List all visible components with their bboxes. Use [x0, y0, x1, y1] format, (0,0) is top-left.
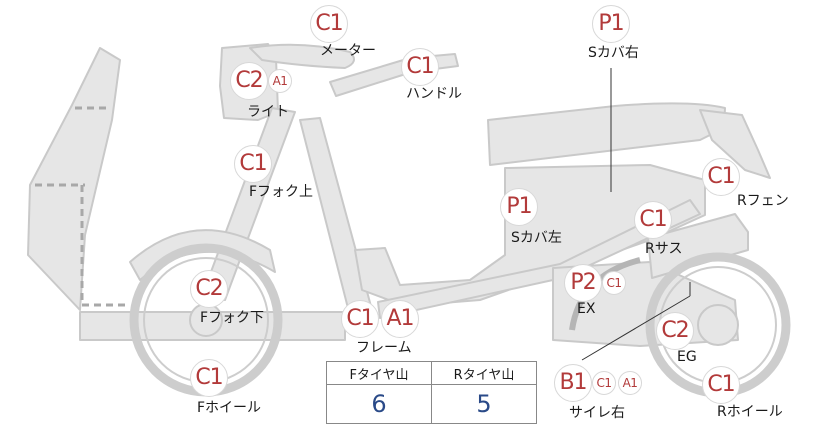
- tread-depth-table: Fタイヤ山 Rタイヤ山 6 5: [326, 361, 537, 424]
- rear-fender-label: Rフェン: [737, 193, 789, 209]
- leader-muffler-2: [581, 295, 691, 361]
- rear-wheel-badge-c1: C1: [702, 366, 740, 404]
- engine-badge-c2: C2: [656, 312, 694, 350]
- meter-label: メーター: [320, 43, 376, 59]
- exhaust-badge-c1: C1: [602, 271, 626, 295]
- frame-label: フレーム: [356, 340, 412, 356]
- frame-badge-c1: C1: [341, 300, 379, 338]
- light-badge-a1: A1: [268, 69, 292, 93]
- rear-fender-badge-c1: C1: [702, 158, 740, 196]
- side-cover-right-badge-p1: P1: [592, 5, 630, 43]
- rear-wheel-label: Rホイール: [717, 404, 783, 420]
- exhaust-badge-p2: P2: [564, 264, 602, 302]
- handle-badge-c1: C1: [401, 48, 439, 86]
- frame-rail: [377, 199, 701, 319]
- engine-label: EG: [677, 349, 697, 365]
- frame-badge-a1: A1: [381, 300, 419, 338]
- muffler-right-label: サイレ右: [569, 405, 625, 421]
- rear-tread-header: Rタイヤ山: [431, 361, 537, 385]
- rear-tread-value: 5: [431, 384, 537, 424]
- light-badge-c2: C2: [230, 62, 268, 100]
- side-cover-left-label: Sカバ左: [511, 230, 562, 246]
- front-tread-header: Fタイヤ山: [326, 361, 432, 385]
- fork-upper-badge-c1: C1: [234, 145, 272, 183]
- rear-suspension-label: Rサス: [645, 241, 683, 257]
- meter-badge-c1: C1: [310, 5, 348, 43]
- side-cover-right-label: Sカバ右: [588, 45, 639, 61]
- rear-shock: [647, 213, 749, 279]
- seat: [487, 102, 726, 166]
- muffler-right-badge-a1: A1: [618, 371, 642, 395]
- front-tread-value: 6: [326, 384, 432, 424]
- rear-hub: [697, 304, 739, 346]
- rear-cowl: [699, 109, 771, 179]
- front-leg-shield: [27, 47, 121, 311]
- light-label: ライト: [247, 104, 289, 120]
- fork-lower-badge-c2: C2: [190, 270, 228, 308]
- fork-lower-label: Fフォク下: [200, 310, 265, 326]
- front-wheel-badge-c1: C1: [190, 359, 228, 397]
- exhaust-label: EX: [577, 301, 596, 317]
- fork-upper-label: Fフォク上: [249, 184, 314, 200]
- muffler-right-badge-b1: B1: [554, 364, 592, 402]
- front-wheel-label: Fホイール: [197, 400, 262, 416]
- rear-suspension-badge-c1: C1: [634, 201, 672, 239]
- side-cover-left-badge-p1: P1: [500, 188, 538, 226]
- handle-label: ハンドル: [406, 86, 462, 102]
- meter-cover: [249, 43, 355, 69]
- muffler-right-badge-c1: C1: [592, 371, 616, 395]
